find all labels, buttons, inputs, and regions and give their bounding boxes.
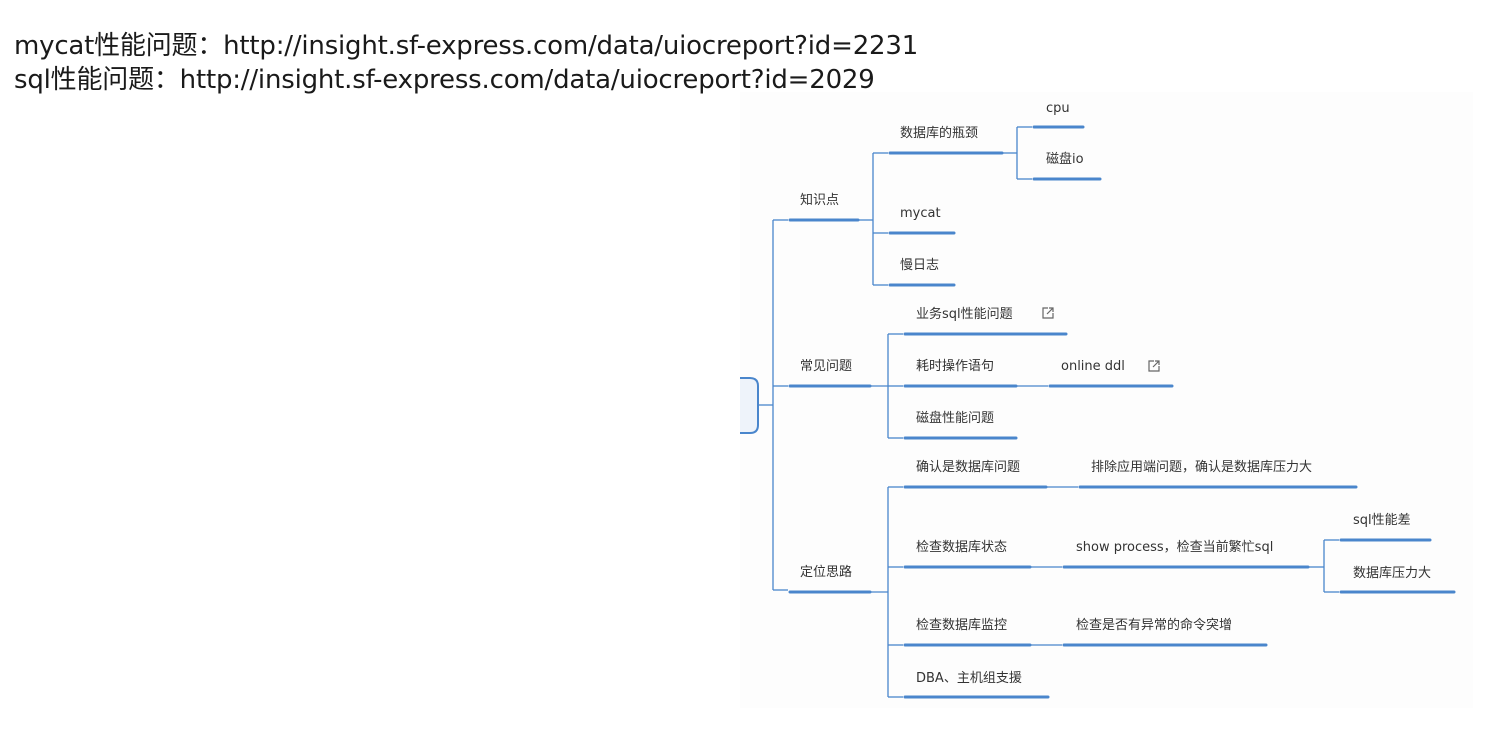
node-disk-performance[interactable]: 磁盘性能问题 — [903, 410, 1018, 440]
node-db-bottleneck[interactable]: 数据库的瓶颈 — [888, 125, 1032, 180]
root-node[interactable] — [740, 377, 759, 434]
node-check-db-monitor[interactable]: 检查数据库监控 — [903, 617, 1062, 647]
svg-text:排除应用端问题，确认是数据库压力大: 排除应用端问题，确认是数据库压力大 — [1091, 459, 1312, 475]
node-check-db-status[interactable]: 检查数据库状态 — [903, 539, 1062, 569]
svg-text:cpu: cpu — [1046, 101, 1070, 116]
node-mycat[interactable]: mycat — [888, 206, 956, 235]
svg-text:检查是否有异常的命令突增: 检查是否有异常的命令突增 — [1076, 617, 1232, 633]
branch-diagnosis[interactable]: 定位思路 — [788, 486, 903, 698]
mindmap-canvas: 知识点 数据库的瓶颈 cpu 磁盘io mycat — [740, 92, 1473, 708]
mycat-report-link-text: mycat性能问题：http://insight.sf-express.com/… — [14, 31, 919, 61]
node-disk-io[interactable]: 磁盘io — [1032, 151, 1102, 181]
branch-knowledge-label: 知识点 — [800, 192, 839, 208]
branch-diagnosis-label: 定位思路 — [800, 564, 852, 580]
root-connectors — [758, 219, 788, 591]
svg-text:数据库压力大: 数据库压力大 — [1353, 565, 1431, 581]
node-cpu[interactable]: cpu — [1032, 101, 1085, 129]
svg-text:业务sql性能问题: 业务sql性能问题 — [916, 306, 1013, 322]
node-command-spike[interactable]: 检查是否有异常的命令突增 — [1062, 617, 1268, 647]
node-sql-poor-performance[interactable]: sql性能差 — [1339, 513, 1432, 542]
svg-text:检查数据库监控: 检查数据库监控 — [916, 617, 1007, 633]
node-confirm-db-issue[interactable]: 确认是数据库问题 — [903, 459, 1078, 489]
svg-text:确认是数据库问题: 确认是数据库问题 — [916, 459, 1020, 475]
node-db-high-pressure[interactable]: 数据库压力大 — [1339, 565, 1456, 594]
svg-text:耗时操作语句: 耗时操作语句 — [916, 358, 994, 374]
svg-text:磁盘性能问题: 磁盘性能问题 — [916, 410, 994, 426]
branch-common-issues[interactable]: 常见问题 — [788, 333, 903, 439]
node-business-sql[interactable]: 业务sql性能问题 — [903, 306, 1068, 336]
node-slow-log[interactable]: 慢日志 — [888, 257, 956, 287]
node-show-process[interactable]: show process，检查当前繁忙sql — [1062, 539, 1339, 593]
node-dba-support[interactable]: DBA、主机组支援 — [903, 671, 1050, 699]
external-link-icon[interactable] — [1148, 360, 1160, 372]
svg-text:慢日志: 慢日志 — [900, 257, 939, 273]
sql-report-link-text: sql性能问题：http://insight.sf-express.com/da… — [14, 65, 875, 95]
svg-text:mycat: mycat — [900, 206, 941, 221]
mindmap-diagram: 知识点 数据库的瓶颈 cpu 磁盘io mycat — [740, 101, 1456, 699]
node-long-operation[interactable]: 耗时操作语句 — [903, 358, 1048, 388]
svg-text:检查数据库状态: 检查数据库状态 — [916, 539, 1007, 555]
node-exclude-app-issue[interactable]: 排除应用端问题，确认是数据库压力大 — [1078, 459, 1358, 489]
svg-text:数据库的瓶颈: 数据库的瓶颈 — [900, 125, 978, 141]
svg-text:online ddl: online ddl — [1061, 359, 1125, 374]
node-online-ddl[interactable]: online ddl — [1048, 359, 1174, 388]
svg-text:show process，检查当前繁忙sql: show process，检查当前繁忙sql — [1076, 539, 1273, 555]
branch-knowledge[interactable]: 知识点 — [788, 152, 888, 286]
svg-text:sql性能差: sql性能差 — [1353, 513, 1411, 528]
external-link-icon[interactable] — [1042, 307, 1054, 319]
svg-text:磁盘io: 磁盘io — [1046, 151, 1084, 167]
svg-text:DBA、主机组支援: DBA、主机组支援 — [916, 671, 1022, 686]
branch-common-issues-label: 常见问题 — [800, 359, 852, 374]
